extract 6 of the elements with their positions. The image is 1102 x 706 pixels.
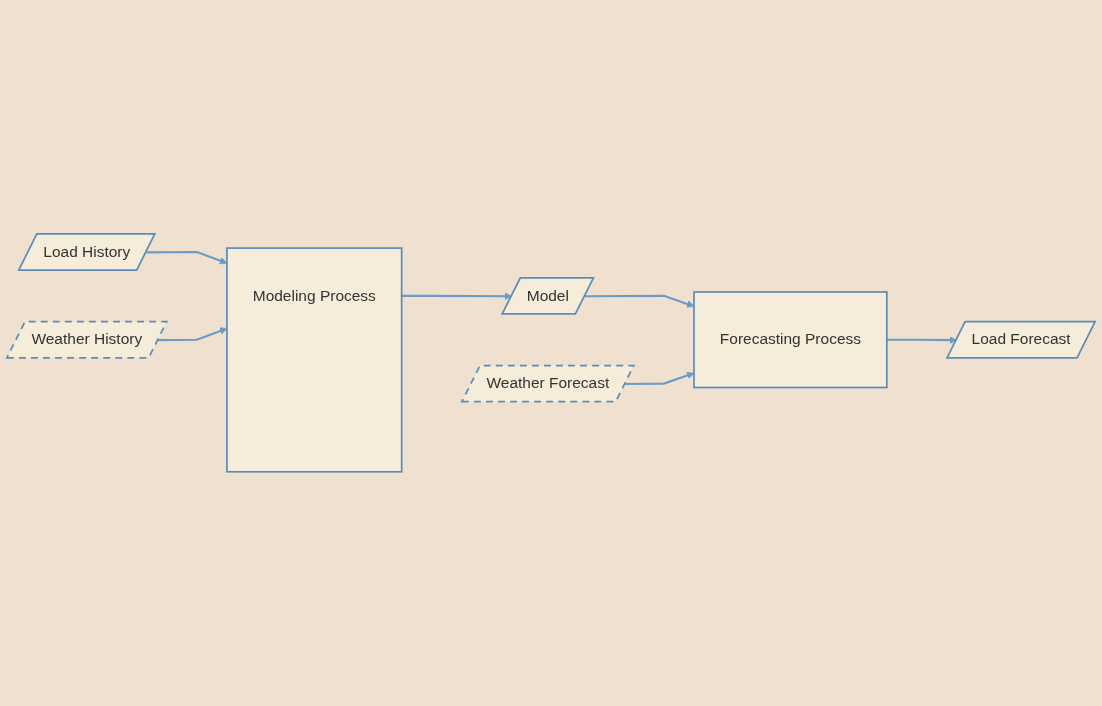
arrow [584,294,695,308]
arrow [401,292,512,301]
node-box: Modeling Process [226,247,403,473]
node-box: Forecasting Process [693,291,888,389]
arrow [886,336,957,344]
arrow [625,372,695,386]
